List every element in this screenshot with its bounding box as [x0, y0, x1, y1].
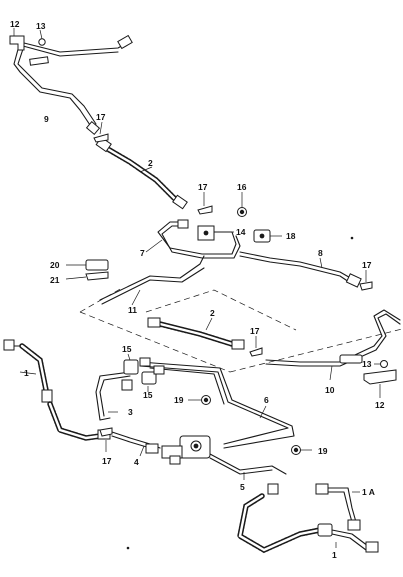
callout-8: 8	[318, 248, 323, 258]
pipe-fitting	[117, 34, 133, 50]
bolt-13-mid	[374, 360, 388, 368]
clip-17-c	[359, 270, 373, 291]
brake-pipe-10	[265, 309, 401, 381]
union-15-b	[141, 371, 157, 392]
bolt-13-top	[38, 29, 46, 46]
callout-16: 16	[237, 182, 247, 192]
callout-17-d: 17	[250, 326, 260, 336]
bracket-12-mid	[363, 369, 397, 398]
callout-9: 9	[44, 114, 49, 124]
brake-hose-2-top	[95, 136, 188, 210]
assembly-outline	[79, 287, 403, 373]
callout-13-mid: 13	[362, 359, 372, 369]
callout-15-b: 15	[143, 390, 153, 400]
fitting-row	[121, 357, 165, 391]
union-18	[253, 229, 282, 243]
callout-1-left: 1	[24, 368, 29, 378]
callout-6: 6	[264, 395, 269, 405]
callout-19-b: 19	[318, 446, 328, 456]
callout-7: 7	[140, 248, 145, 258]
nut-16	[237, 192, 247, 217]
clip-21	[65, 271, 109, 281]
callout-14: 14	[236, 227, 246, 237]
pipe-sleeve	[29, 56, 49, 66]
callout-17-b: 17	[198, 182, 208, 192]
clip-17-a	[93, 121, 109, 143]
brake-pipe-6	[139, 361, 295, 449]
brake-pipe-8	[239, 251, 362, 288]
nut-19-b	[291, 445, 312, 455]
union-15-a	[123, 353, 139, 375]
tee-piece-14	[197, 225, 234, 241]
clip-20	[66, 259, 109, 271]
callout-17-a: 17	[96, 112, 106, 122]
callout-4: 4	[134, 457, 139, 467]
callout-10: 10	[325, 385, 335, 395]
scan-mark	[126, 546, 130, 550]
callout-13-top: 13	[36, 21, 46, 31]
callout-12-top: 12	[10, 19, 20, 29]
brake-pipe-5	[209, 453, 287, 480]
callout-18: 18	[286, 231, 296, 241]
nut-19-a	[188, 395, 211, 405]
callout-21: 21	[50, 275, 60, 285]
brake-hose-2-mid	[147, 317, 245, 350]
callout-17-e: 17	[102, 456, 112, 466]
bracket-12-top	[9, 28, 25, 51]
callout-17-c: 17	[362, 260, 372, 270]
brake-pipe-3	[95, 371, 131, 421]
callout-5: 5	[240, 482, 245, 492]
brake-pipe-11	[99, 255, 205, 306]
pipe-fitting	[85, 121, 101, 135]
brake-pipe-7	[145, 219, 241, 259]
callout-2-mid: 2	[210, 308, 215, 318]
scan-mark	[350, 236, 354, 240]
callout-15-a: 15	[122, 344, 132, 354]
clip-17-b	[197, 192, 213, 215]
brake-pipe-1a	[315, 483, 361, 531]
callout-1a: 1 A	[362, 487, 375, 497]
callout-11: 11	[128, 305, 137, 315]
callout-19-a: 19	[174, 395, 184, 405]
callout-20: 20	[50, 260, 60, 270]
clip-17-d	[249, 336, 263, 357]
brake-hose-1-bottom	[236, 483, 379, 554]
callout-2-top: 2	[148, 158, 153, 168]
callout-1-bottom: 1	[332, 550, 337, 560]
clip-17-e	[99, 427, 113, 452]
callout-3: 3	[128, 407, 133, 417]
pipe-sleeve	[339, 354, 363, 364]
callout-12-mid: 12	[375, 400, 385, 410]
brake-pipe-9	[13, 34, 133, 135]
brake-hose-1-left	[3, 339, 111, 441]
pressure-regulator-block	[145, 435, 211, 465]
